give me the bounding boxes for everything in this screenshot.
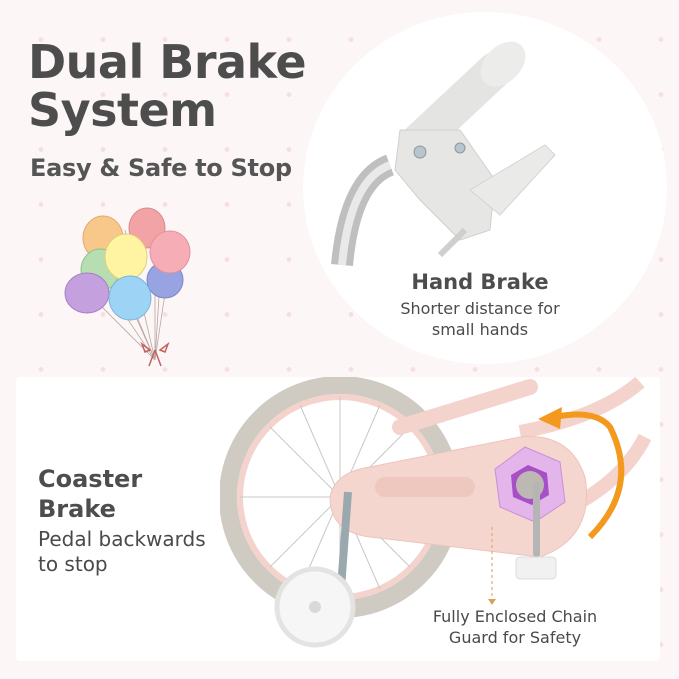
hand-brake-image (331, 41, 556, 267)
coaster-brake-title: Coaster Brake (38, 464, 142, 524)
coaster-brake-desc-line-1: Pedal backwards (38, 527, 206, 551)
coaster-brake-title-line-2: Brake (38, 495, 116, 523)
hand-brake-title: Hand Brake (411, 270, 549, 294)
hand-brake-desc-line-2: small hands (431, 320, 529, 339)
title-line-1: Dual Brake (28, 35, 307, 89)
balloons-icon (64, 207, 191, 367)
hand-brake-desc-line-1: Shorter distance for (400, 299, 560, 318)
chain-guard-label-line-2: Guard for Safety (448, 628, 582, 647)
page-title: Dual Brake System (28, 35, 307, 137)
title-line-2: System (28, 83, 217, 137)
coaster-brake-bike-image (220, 377, 652, 648)
coaster-brake-desc-line-2: to stop (38, 552, 108, 576)
chain-guard-label: Fully Enclosed Chain Guard for Safety (420, 606, 610, 648)
hand-brake-description: Shorter distance for small hands (300, 298, 660, 340)
coaster-brake-description: Pedal backwards to stop (38, 527, 206, 577)
coaster-brake-title-line-1: Coaster (38, 465, 143, 493)
chain-guard-label-line-1: Fully Enclosed Chain (432, 607, 598, 626)
page-subtitle: Easy & Safe to Stop (30, 154, 292, 182)
